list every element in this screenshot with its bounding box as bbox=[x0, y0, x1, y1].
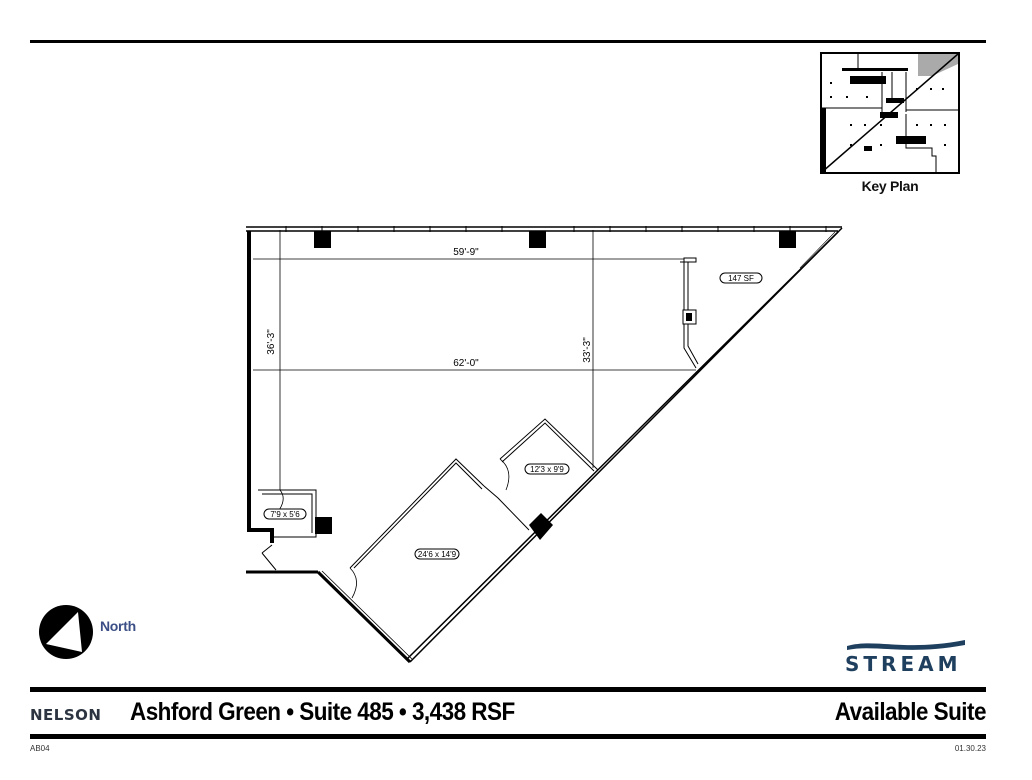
north-arrow-icon bbox=[39, 605, 93, 659]
room-label-restroom: 7'9 x 5'6 bbox=[270, 510, 300, 519]
floor-plan-drawing: 59'-9" 62'-0" 36'-3" 33'-3" 147 SF 12'3 … bbox=[246, 226, 843, 664]
nelson-logo: NELSON bbox=[30, 706, 101, 724]
footer-top-rule bbox=[30, 687, 986, 692]
dimension-right-height: 33'-3" bbox=[582, 337, 593, 363]
stream-wave-icon bbox=[847, 640, 965, 650]
key-plan bbox=[820, 52, 960, 174]
nelson-wordmark: NELSON bbox=[30, 706, 102, 724]
key-plan-drawing bbox=[820, 52, 960, 174]
key-plan-label: Key Plan bbox=[861, 178, 919, 194]
dimension-mid-width: 62'-0" bbox=[453, 358, 479, 369]
north-compass bbox=[38, 604, 94, 660]
room-label-small-office: 12'3 x 9'9 bbox=[530, 465, 564, 474]
dimension-left-height: 36'-3" bbox=[266, 329, 277, 355]
property-title: Ashford Green • Suite 485 • 3,438 RSF bbox=[130, 698, 515, 726]
room-label-147sf: 147 SF bbox=[728, 274, 754, 283]
room-label-large-office: 24'6 x 14'9 bbox=[418, 550, 457, 559]
dimension-top-width: 59'-9" bbox=[453, 247, 479, 258]
stream-wordmark: STREAM bbox=[845, 652, 962, 676]
floor-plan: 59'-9" 62'-0" 36'-3" 33'-3" 147 SF 12'3 … bbox=[246, 226, 843, 664]
sheet-code: AB04 bbox=[30, 744, 50, 753]
north-label: North bbox=[100, 618, 136, 634]
footer-bottom-rule bbox=[30, 734, 986, 739]
top-rule bbox=[30, 40, 986, 43]
availability-status: Available Suite bbox=[834, 698, 987, 726]
stream-logo bbox=[845, 636, 969, 676]
revision-date: 01.30.23 bbox=[954, 744, 986, 753]
